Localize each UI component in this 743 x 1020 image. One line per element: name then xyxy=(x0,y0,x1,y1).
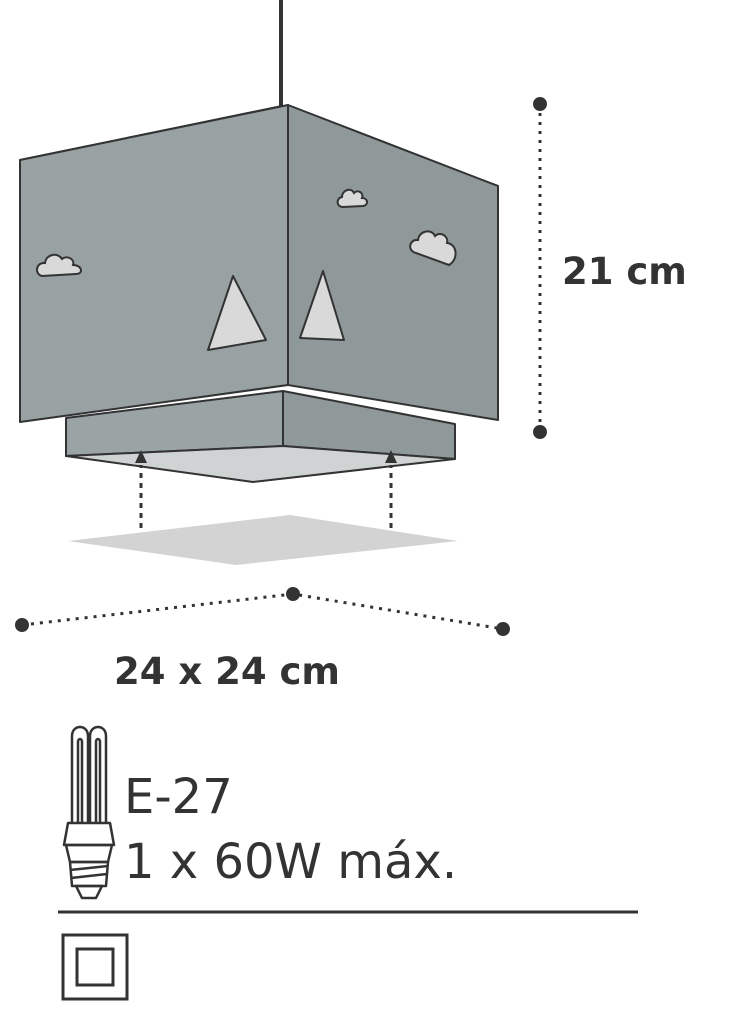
base-dimension: 24 x 24 cm xyxy=(15,587,510,693)
base-endpoint-right xyxy=(496,622,510,636)
lampshade-right-face xyxy=(287,104,499,421)
height-endpoint-bottom xyxy=(533,425,547,439)
bulb-socket-label: E-27 xyxy=(124,769,233,825)
double-insulation-class-ii-icon xyxy=(61,933,129,1001)
arrow-up-icon xyxy=(385,450,397,463)
bulb-power-label: 1 x 60W máx. xyxy=(124,834,457,890)
base-endpoint-left xyxy=(15,618,29,632)
light-direction xyxy=(68,450,458,565)
light-projection xyxy=(68,515,458,565)
lampshade xyxy=(19,104,499,483)
energy-saving-bulb-icon xyxy=(62,725,116,900)
triangle-cutout xyxy=(207,275,267,351)
cloud-icon xyxy=(409,230,457,267)
cloud-icon xyxy=(336,188,368,209)
triangle-cutout xyxy=(299,270,345,341)
base-endpoint-center xyxy=(286,587,300,601)
height-label: 21 cm xyxy=(562,250,687,293)
arrow-up-icon xyxy=(135,450,147,463)
base-label: 24 x 24 cm xyxy=(114,650,340,693)
height-endpoint-top xyxy=(533,97,547,111)
cloud-icon xyxy=(36,253,82,278)
height-dimension: 21 cm xyxy=(533,97,687,439)
base-dotted-line xyxy=(21,592,504,631)
lampshade-bottom-opening xyxy=(65,445,456,483)
